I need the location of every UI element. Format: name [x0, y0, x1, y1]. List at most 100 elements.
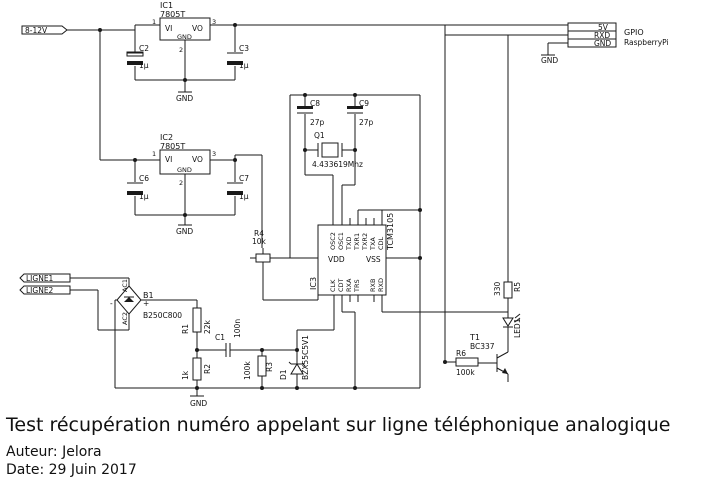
c7-ref: C7 — [239, 174, 249, 183]
ic3-pin-rxa: RXA — [345, 278, 353, 292]
c1-value: 100n — [233, 319, 242, 338]
q1-ref: Q1 — [314, 131, 325, 140]
led1: LED1 — [502, 313, 522, 352]
ic1-wiring — [134, 24, 236, 92]
r6-ref: R6 — [456, 349, 466, 358]
c1-ref: C1 — [215, 333, 225, 342]
resistor-r1: R1 22k — [181, 300, 212, 350]
schematic-author: Auteur: Jelora — [6, 444, 102, 460]
gpio-pin-gnd: GND — [594, 39, 611, 48]
ic2-ref: IC2 — [160, 133, 173, 142]
c3-ref: C3 — [239, 44, 249, 53]
q1-value: 4.433619Mhz — [312, 160, 363, 169]
gpio-title: GPIO — [624, 28, 644, 37]
oscillator-wiring — [289, 93, 421, 378]
ic1-pin3: 3 — [212, 18, 216, 26]
capacitor-c1: C1 100n — [215, 319, 262, 357]
r4-value: 10k — [252, 237, 267, 246]
b1-ac1: AC1 — [121, 279, 129, 292]
c3-value: 1µ — [239, 61, 249, 70]
divider-wiring: GND — [115, 348, 421, 408]
capacitor-c8: C8 27p — [297, 99, 325, 127]
b1-ref: B1 — [143, 291, 154, 300]
b1-minus: - — [110, 299, 113, 308]
regulator-ic2: IC2 7805T VI VO GND 1 3 2 — [152, 133, 216, 187]
ic1-pin2: 2 — [179, 46, 183, 54]
ic3-pin-txr1: TXR1 — [353, 233, 361, 251]
ic1-value: 7805T — [160, 10, 185, 19]
ic3-vdd: VDD — [328, 255, 345, 264]
ic3-pin-osc2: OSC2 — [329, 232, 337, 250]
r3-value: 100k — [243, 361, 252, 380]
gpio-pin-5v: 5V — [598, 23, 609, 32]
b1-plus: + — [143, 299, 149, 308]
supply-rail — [67, 24, 160, 161]
ic2-wiring — [133, 155, 237, 225]
ic3-pin-txa: TXA — [369, 237, 377, 251]
ic1-pin-vi: VI — [165, 24, 172, 33]
d1-ref: D1 — [279, 369, 288, 380]
ic3-pin-osc1: OSC1 — [337, 232, 345, 250]
capacitor-c7: C7 1µ — [227, 174, 249, 201]
c2-ref: C2 — [139, 44, 149, 53]
b1-ac2: AC2 — [121, 312, 129, 325]
ic2-pin-gnd: GND — [177, 166, 192, 174]
c7-value: 1µ — [239, 192, 249, 201]
supply-label: 8-12V — [25, 26, 48, 35]
gnd-symbol-ic1: GND — [176, 91, 193, 103]
r2-value: R2 — [203, 364, 212, 374]
c2-value: 1µ — [139, 61, 149, 70]
c9-ref: C9 — [359, 99, 369, 108]
ic2-value: 7805T — [160, 142, 185, 151]
supply-input: 8-12V — [21, 25, 68, 35]
ic3-wiring — [263, 208, 508, 378]
regulator-ic1: IC1 7805T VI VO GND 1 3 2 — [152, 1, 216, 54]
r3-ref: R3 — [265, 362, 274, 372]
c6-value: 1µ — [139, 192, 149, 201]
crystal-q1: Q1 4.433619Mhz — [312, 131, 363, 169]
gnd-label-1: GND — [176, 94, 193, 103]
b1-value: B250C800 — [143, 311, 182, 320]
ic3-pin-cdt: CDT — [337, 278, 345, 292]
r5-value: 330 — [493, 281, 502, 296]
ic1-pin-gnd: GND — [177, 33, 192, 41]
t1-ref: T1 — [469, 333, 480, 342]
ic2-pin-vo: VO — [192, 155, 203, 164]
ic3-pin-clk: CLK — [329, 279, 337, 292]
line2-label: LIGNE2 — [26, 286, 54, 295]
gpio-pin-rxd: RXD — [594, 31, 610, 40]
ic2-5v-rail — [235, 154, 263, 248]
schematic-date: Date: 29 Juin 2017 — [6, 462, 137, 478]
ic3-pin-trs: TRS — [353, 279, 361, 293]
line1-label: LIGNE1 — [26, 274, 54, 283]
capacitor-c9: C9 27p — [347, 99, 374, 127]
ic3-pin-rxd: RXD — [377, 278, 385, 292]
c9-value: 27p — [359, 118, 374, 127]
gnd-label-3: GND — [190, 399, 207, 408]
r5-ref: R5 — [513, 282, 522, 292]
d1-value: BZX55C5V1 — [301, 335, 310, 380]
ic3-pin-cdl: CDL — [377, 236, 385, 250]
ic2-pin-vi: VI — [165, 155, 172, 164]
r2-ref: 1k — [181, 370, 190, 380]
gnd-label-2: GND — [176, 227, 193, 236]
resistor-r3: 100k R3 — [243, 348, 274, 388]
phone-line-inputs: LIGNE1 LIGNE2 — [19, 273, 130, 331]
ic3-pin-txr2: TXR2 — [361, 233, 369, 251]
bridge-b1: AC1 AC2 B1 B250C800 + - — [110, 279, 197, 388]
ic2-pin2: 2 — [179, 179, 183, 187]
zener-d1: D1 BZX55C5V1 — [262, 305, 335, 388]
r1-ref: R1 — [181, 324, 190, 334]
resistor-r4: R4 10k — [250, 229, 318, 300]
capacitor-c6: C6 1µ — [127, 174, 149, 201]
transistor-t1: T1 BC337 — [469, 333, 509, 382]
resistor-r6: R6 100k — [443, 349, 479, 377]
ic1-pin-vo: VO — [192, 24, 203, 33]
ic1-pin1: 1 — [152, 18, 156, 26]
ic1-ref: IC1 — [160, 1, 173, 10]
r1-value: 22k — [203, 319, 212, 334]
capacitor-c3: C3 1µ — [227, 44, 249, 70]
gpio-subtitle: RaspberryPi — [624, 38, 669, 47]
capacitor-c2: C2 1µ — [126, 44, 149, 70]
ic2-pin1: 1 — [152, 150, 156, 158]
